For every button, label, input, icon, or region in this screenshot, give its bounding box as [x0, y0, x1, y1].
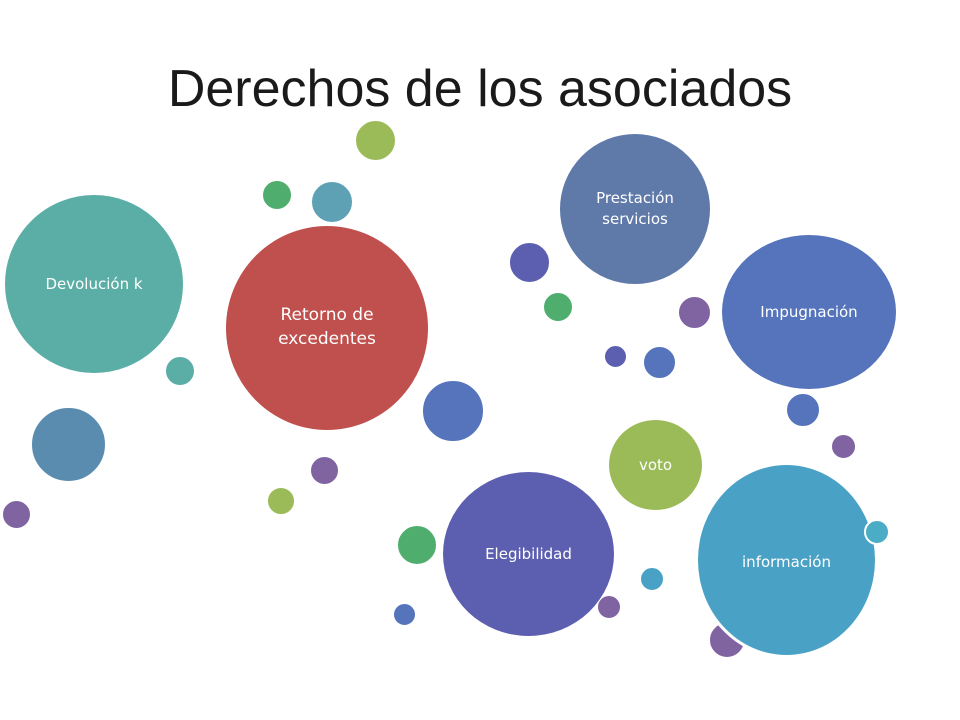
slide-title: Derechos de los asociados [167, 60, 793, 118]
bubble [831, 434, 856, 459]
node-informacion: información [695, 462, 878, 658]
bubble [2, 500, 31, 529]
bubble [397, 525, 437, 565]
bubble [165, 356, 195, 386]
node-elegibilidad: Elegibilidad [440, 469, 617, 639]
bubble [604, 345, 627, 368]
node-voto: voto [606, 417, 705, 513]
bubble [643, 346, 676, 379]
bubble [31, 407, 106, 482]
bubble [311, 181, 353, 223]
bubble [786, 393, 820, 427]
bubble [678, 296, 711, 329]
bubble [640, 567, 664, 591]
node-impugnacion: Impugnación [719, 232, 899, 392]
bubble [509, 242, 550, 283]
bubble [543, 292, 573, 322]
node-retorno-excedentes: Retorno de excedentes [223, 223, 431, 433]
bubble [355, 120, 396, 161]
node-prestacion-servicios: Prestación servicios [557, 131, 713, 287]
node-devolucion-k: Devolución k [2, 192, 186, 376]
bubble [262, 180, 292, 210]
bubble [864, 519, 890, 545]
bubble [393, 603, 416, 626]
bubble [597, 595, 621, 619]
bubble [267, 487, 295, 515]
bubble [422, 380, 484, 442]
bubble [310, 456, 339, 485]
